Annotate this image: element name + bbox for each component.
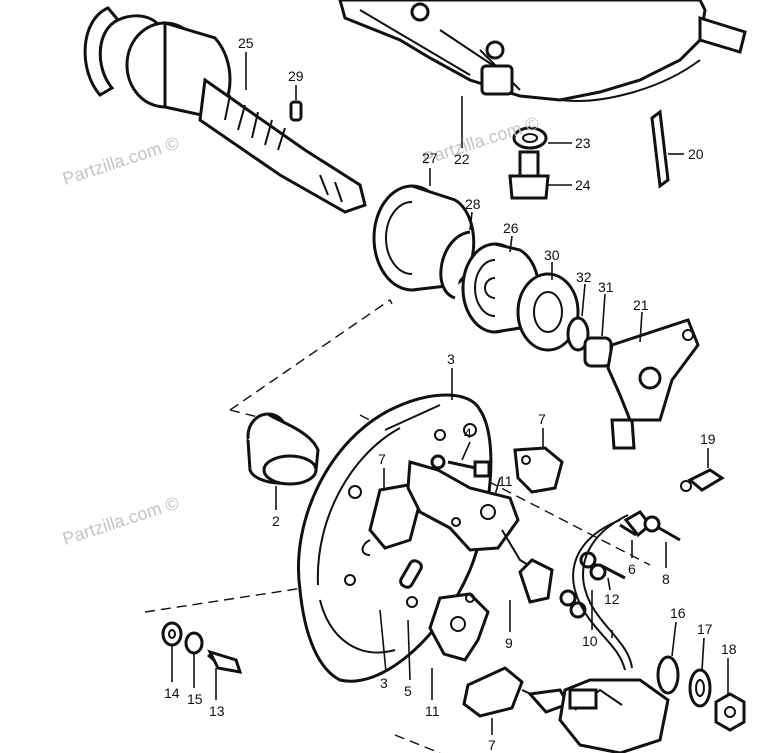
callout-21: 21 bbox=[633, 297, 649, 313]
callout-8: 8 bbox=[662, 571, 670, 587]
callout-2: 2 bbox=[272, 513, 280, 529]
bearing-part-27 bbox=[372, 168, 476, 292]
washer-part-17 bbox=[688, 637, 712, 708]
bracket-part-21 bbox=[606, 311, 700, 450]
dashed-line-4 bbox=[144, 584, 321, 613]
governor-part-11b bbox=[428, 592, 490, 700]
breaker-part-11a bbox=[406, 460, 554, 604]
rotor-part-2 bbox=[246, 412, 320, 510]
callout-20: 20 bbox=[688, 146, 704, 162]
ring-part-28 bbox=[439, 211, 473, 300]
callout-3a: 3 bbox=[447, 351, 455, 367]
callout-10: 10 bbox=[582, 633, 598, 649]
callout-24: 24 bbox=[575, 177, 591, 193]
callout-19: 19 bbox=[700, 431, 716, 447]
callout-25: 25 bbox=[238, 35, 254, 51]
callout-7b: 7 bbox=[378, 451, 386, 467]
screw-part-4 bbox=[430, 441, 491, 478]
contact-point-part-7a bbox=[513, 428, 564, 494]
screw-part-8 bbox=[643, 515, 681, 568]
callout-9: 9 bbox=[505, 635, 513, 651]
callout-32: 32 bbox=[576, 269, 592, 285]
callout-11b: 11 bbox=[425, 703, 440, 719]
housing-part-22 bbox=[338, 0, 747, 102]
screw-part-6 bbox=[619, 523, 637, 558]
callout-14: 14 bbox=[164, 685, 180, 701]
callout-22: 22 bbox=[454, 151, 470, 167]
callout-18: 18 bbox=[721, 641, 737, 657]
leader-3b bbox=[379, 609, 387, 673]
washer-part-16 bbox=[656, 621, 680, 695]
callout-29: 29 bbox=[288, 68, 304, 84]
callout-31: 31 bbox=[598, 279, 614, 295]
washer-part-23 bbox=[512, 126, 572, 150]
screw-part-13 bbox=[207, 649, 243, 700]
callout-4: 4 bbox=[464, 425, 472, 441]
dashed-line-5 bbox=[394, 734, 441, 753]
nut-part-18 bbox=[714, 658, 746, 732]
ring-part-32 bbox=[566, 283, 590, 352]
pin-part-20 bbox=[650, 109, 684, 189]
condenser-part-7c bbox=[462, 666, 571, 735]
callout-6: 6 bbox=[628, 561, 636, 577]
seal-part-30 bbox=[516, 262, 580, 352]
callout-3b: 3 bbox=[380, 675, 388, 691]
callout-30: 30 bbox=[544, 247, 560, 263]
callout-17: 17 bbox=[697, 621, 713, 637]
callout-13: 13 bbox=[209, 703, 225, 719]
dashed-line-1 bbox=[229, 298, 393, 411]
callout-16: 16 bbox=[670, 605, 686, 621]
callout-5: 5 bbox=[404, 683, 412, 699]
bolt-part-24 bbox=[508, 150, 572, 200]
callout-7a: 7 bbox=[538, 411, 546, 427]
callout-26: 26 bbox=[503, 220, 519, 236]
callout-23: 23 bbox=[575, 135, 591, 151]
callout-28: 28 bbox=[465, 196, 481, 212]
bearing-part-26 bbox=[461, 235, 541, 334]
callout-11a: 11 bbox=[498, 473, 513, 489]
callout-12: 12 bbox=[604, 591, 620, 607]
washer-part-15 bbox=[184, 631, 204, 688]
pin-part-29 bbox=[289, 85, 303, 122]
callout-7c: 7 bbox=[488, 737, 496, 753]
callout-27: 27 bbox=[422, 150, 438, 166]
terminal-part-19 bbox=[680, 448, 725, 492]
washer-part-14 bbox=[161, 621, 183, 682]
callout-15: 15 bbox=[187, 691, 203, 707]
shaft-part-25 bbox=[83, 6, 367, 214]
leader-5 bbox=[407, 619, 411, 681]
coil-bracket bbox=[558, 678, 670, 753]
